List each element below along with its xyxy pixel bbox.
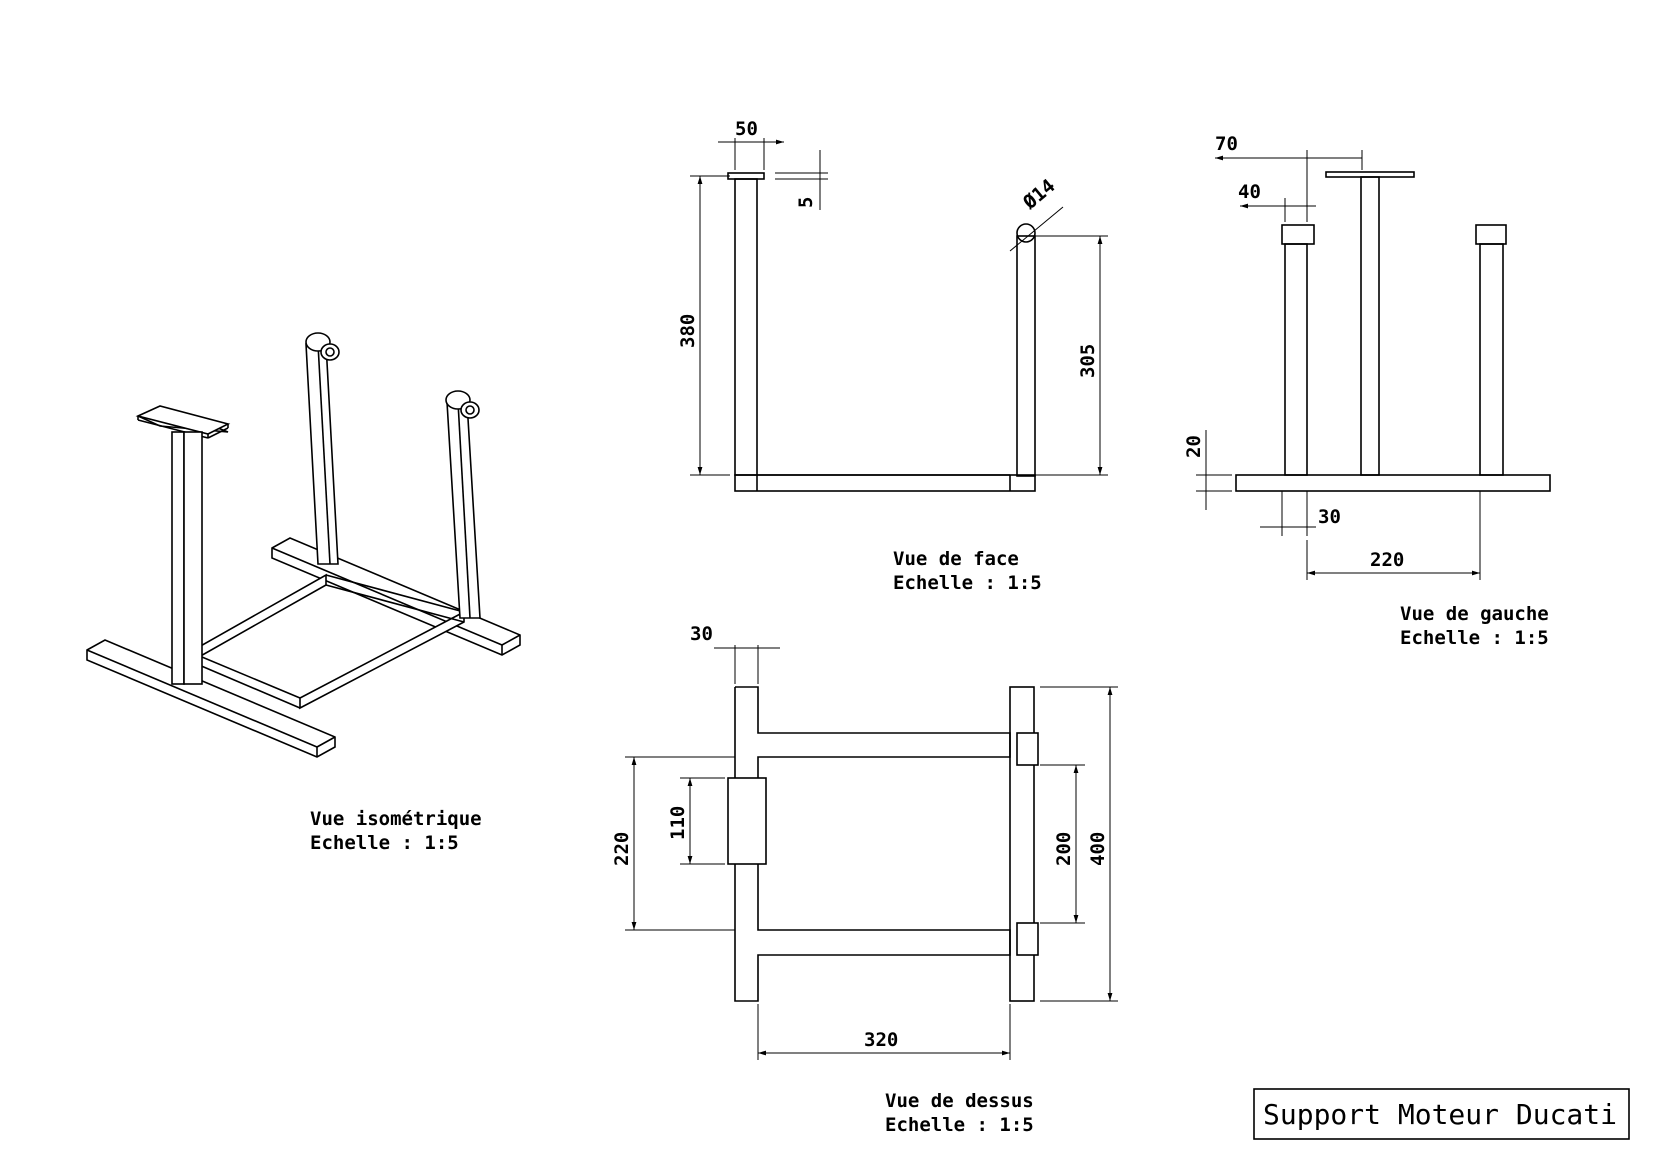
gauche-view-scale: Echelle : 1:5	[1400, 627, 1549, 649]
iso-post-left	[171, 431, 185, 685]
dim-face-50: 50	[735, 118, 758, 140]
dessus-frame-left	[734, 686, 1011, 1002]
iso-base-bar-front	[86, 639, 336, 758]
isometric-view	[86, 332, 521, 758]
dim-face-5: 5	[795, 197, 817, 208]
dim-dessus-320: 320	[864, 1029, 898, 1051]
face-post-right	[1016, 235, 1036, 477]
title-block	[1253, 1088, 1630, 1140]
dim-face-380: 380	[677, 314, 699, 348]
dim-gauche-40: 40	[1238, 181, 1261, 203]
gauche-post-left	[1284, 243, 1308, 476]
iso-base-bar-back	[271, 537, 521, 656]
gauche-pin-left	[1281, 224, 1315, 245]
dim-dessus-220: 220	[611, 832, 633, 866]
gauche-base-bar	[1235, 474, 1551, 492]
dim-dessus-30: 30	[690, 623, 713, 645]
dim-face-305: 305	[1077, 344, 1099, 378]
face-view-name: Vue de face	[893, 548, 1019, 570]
gauche-pin-right	[1475, 224, 1507, 245]
gauche-post-center	[1360, 176, 1380, 476]
dessus-view-scale: Echelle : 1:5	[885, 1114, 1034, 1136]
dim-dessus-400: 400	[1087, 832, 1109, 866]
face-view-scale: Echelle : 1:5	[893, 572, 1042, 594]
iso-cross-bar-1	[189, 573, 327, 664]
front-view: 50 5 380 305 Ø14	[677, 118, 1108, 492]
dim-gauche-30: 30	[1318, 506, 1341, 528]
gauche-view-name: Vue de gauche	[1400, 603, 1549, 625]
iso-view-scale: Echelle : 1:5	[310, 832, 459, 854]
dessus-pin-upper	[1016, 732, 1039, 766]
face-top-plate	[727, 172, 765, 180]
top-view: 30 220 110 200 400 320	[611, 623, 1118, 1060]
gauche-post-right	[1479, 243, 1504, 476]
drawing-title: Support Moteur Ducati	[1263, 1098, 1617, 1131]
dessus-view-name: Vue de dessus	[885, 1090, 1034, 1112]
dim-gauche-70: 70	[1215, 133, 1238, 155]
face-base-bar	[734, 474, 1036, 492]
face-pin-hole	[1016, 223, 1036, 243]
iso-post-middle	[305, 343, 339, 565]
left-view: 70 40 20 30 220	[1183, 133, 1551, 580]
dessus-pad	[727, 777, 767, 865]
dessus-bar-right	[1009, 686, 1035, 1002]
face-post-left	[734, 178, 758, 476]
dessus-pin-lower	[1016, 922, 1039, 956]
dim-face-diameter: Ø14	[1018, 175, 1059, 215]
dim-dessus-110: 110	[667, 806, 689, 840]
dim-dessus-200: 200	[1053, 832, 1075, 866]
dim-gauche-220: 220	[1370, 549, 1404, 571]
iso-cross-bar-2	[299, 610, 465, 710]
dim-gauche-20: 20	[1183, 435, 1205, 458]
iso-view-name: Vue isométrique	[310, 808, 482, 830]
